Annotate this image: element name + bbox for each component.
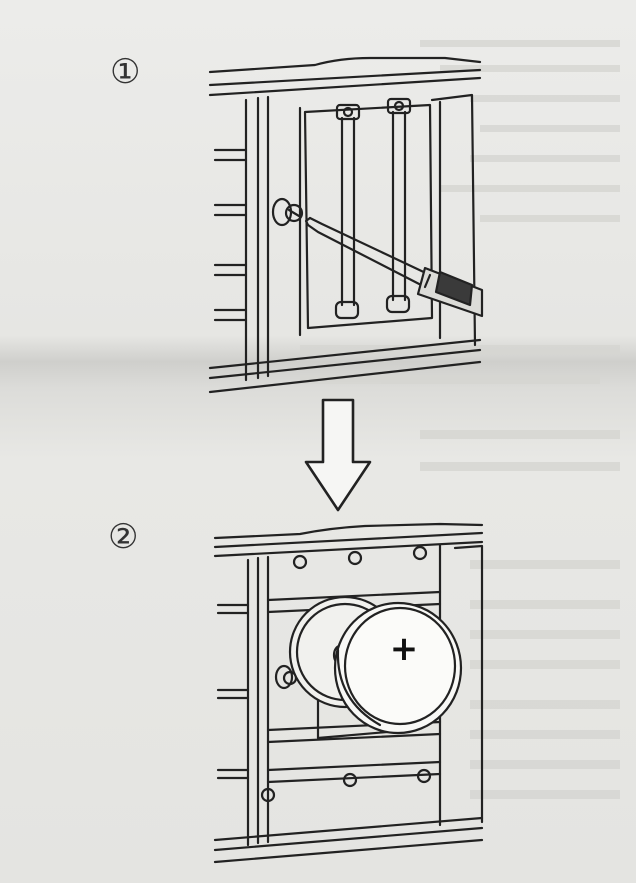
step-2-marker: ② bbox=[108, 517, 139, 557]
step-1-marker: ① bbox=[110, 52, 141, 92]
battery-plus-mark: + bbox=[390, 629, 419, 669]
